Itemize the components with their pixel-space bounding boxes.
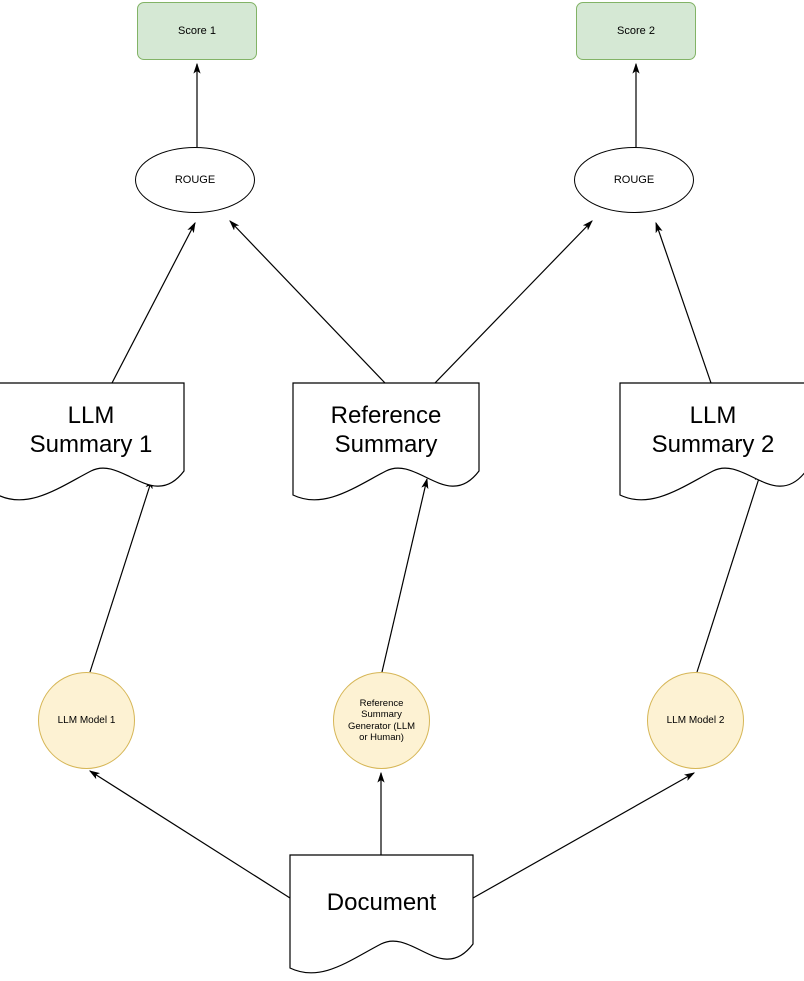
node-rouge-2[interactable]: ROUGE [574,147,694,213]
edge-document-model2 [472,772,696,899]
edge-summary2-rouge2 [655,221,712,384]
node-llm-model-2-label: LLM Model 2 [666,714,725,726]
node-rouge-1-label: ROUGE [174,173,216,186]
node-rouge-1[interactable]: ROUGE [135,147,255,213]
node-score-2[interactable]: Score 2 [576,2,696,60]
edge-model2-summary2 [696,470,762,673]
edge-reference-rouge1 [229,220,386,384]
node-rouge-2-label: ROUGE [613,173,655,186]
node-score-2-label: Score 2 [617,24,655,37]
edge-model1-summary1 [89,477,153,673]
node-reference-summary-generator[interactable]: Reference Summary Generator (LLM or Huma… [333,672,430,769]
edge-document-model1 [88,770,291,899]
node-reference-summary[interactable]: Reference Summary [293,383,479,479]
node-llm-model-1-label: LLM Model 1 [57,714,116,726]
node-document[interactable]: Document [290,855,473,951]
node-llm-model-1[interactable]: LLM Model 1 [38,672,135,769]
edge-generator-reference [381,477,429,673]
edge-reference-rouge2 [434,220,593,384]
node-llm-summary-2-label: LLM Summary 2 [651,402,775,458]
node-score-1[interactable]: Score 1 [137,2,257,60]
node-reference-summary-generator-label: Reference Summary Generator (LLM or Huma… [347,698,416,743]
node-llm-model-2[interactable]: LLM Model 2 [647,672,744,769]
node-llm-summary-1-label: LLM Summary 1 [29,402,153,458]
edge-summary1-rouge1 [111,221,196,384]
node-llm-summary-2[interactable]: LLM Summary 2 [620,383,804,479]
edges [88,62,762,899]
node-llm-summary-1[interactable]: LLM Summary 1 [0,383,184,479]
node-document-label: Document [326,888,437,916]
node-reference-summary-label: Reference Summary [330,402,442,458]
node-score-1-label: Score 1 [178,24,216,37]
